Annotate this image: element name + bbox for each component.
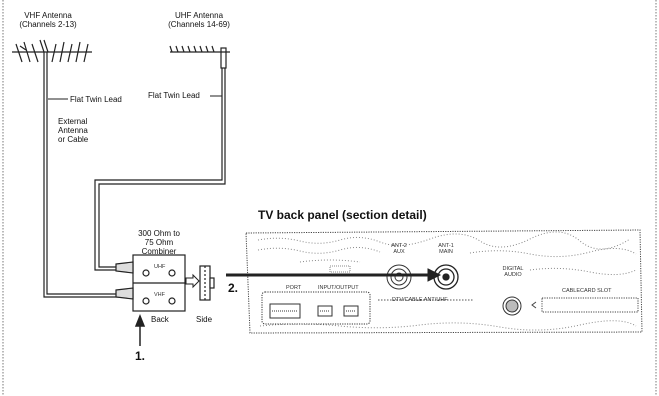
input-output-label: INPUT/OUTPUT bbox=[318, 285, 359, 291]
panel-marks bbox=[329, 265, 351, 273]
vhf-antenna-icon bbox=[12, 39, 92, 98]
step-1-label: 1. bbox=[135, 349, 146, 363]
ant1-line-2: MAIN bbox=[439, 249, 453, 255]
panel-title: TV back panel (section detail) bbox=[258, 208, 427, 222]
dtv-cable-label: DTV/CABLE ANT/UHF bbox=[392, 297, 448, 303]
combiner-line-2: 75 Ohm bbox=[144, 238, 174, 247]
ant2-aux-connector bbox=[386, 264, 412, 290]
uhf-antenna-name: UHF Antenna bbox=[174, 11, 224, 20]
external-line-3: or Cable bbox=[58, 135, 89, 144]
combiner-side-view bbox=[199, 265, 215, 301]
digital-audio-label: DIGITAL AUDIO bbox=[496, 266, 530, 278]
port-label: PORT bbox=[286, 285, 302, 291]
vhf-antenna-name: VHF Antenna bbox=[24, 11, 72, 20]
step-1-arrow bbox=[134, 313, 146, 346]
right-twin-lead-label: Flat Twin Lead bbox=[148, 91, 200, 100]
ant2-line-1: ANT-2 bbox=[391, 243, 407, 249]
combiner-box bbox=[115, 254, 186, 312]
combiner-label: 300 Ohm to 75 Ohm Combiner bbox=[126, 229, 192, 256]
vhf-antenna-channels: (Channels 2-13) bbox=[19, 20, 77, 29]
cablecard-slot-label: CABLECARD SLOT bbox=[562, 288, 612, 294]
left-twin-lead-label: Flat Twin Lead bbox=[70, 95, 122, 104]
combiner-line-3: Combiner bbox=[141, 247, 177, 256]
ant2-aux-label: ANT-2 AUX bbox=[386, 243, 412, 255]
digital-audio-line-2: AUDIO bbox=[504, 272, 522, 278]
external-line-1: External bbox=[58, 117, 88, 126]
step-2-label: 2. bbox=[228, 281, 239, 295]
side-view-arrow bbox=[185, 273, 200, 289]
combiner-side-label: Side bbox=[196, 315, 213, 324]
ant1-main-connector bbox=[433, 264, 459, 290]
combiner-back-label: Back bbox=[151, 315, 169, 324]
uhf-antenna-icon bbox=[169, 45, 230, 96]
ant2-line-2: AUX bbox=[393, 249, 405, 255]
step-2-arrow bbox=[226, 268, 442, 282]
ant1-line-1: ANT-1 bbox=[438, 243, 454, 249]
combiner-uhf-port-label: UHF bbox=[154, 264, 166, 270]
external-line-2: Antenna bbox=[58, 126, 88, 135]
combiner-line-1: 300 Ohm to bbox=[138, 229, 180, 238]
external-antenna-label: External Antenna or Cable bbox=[58, 117, 88, 144]
digital-audio-line-1: DIGITAL bbox=[502, 266, 524, 272]
vhf-antenna-label: VHF Antenna (Channels 2-13) bbox=[16, 11, 80, 29]
combiner-vhf-port-label: VHF bbox=[154, 292, 165, 298]
io-port-box bbox=[261, 291, 371, 325]
cablecard-slot bbox=[531, 297, 639, 313]
uhf-antenna-channels: (Channels 14-69) bbox=[168, 20, 230, 29]
uhf-antenna-label: UHF Antenna (Channels 14-69) bbox=[162, 11, 236, 29]
digital-audio-connector bbox=[502, 296, 522, 316]
right-twin-lead bbox=[94, 95, 226, 271]
ant1-main-label: ANT-1 MAIN bbox=[433, 243, 459, 255]
